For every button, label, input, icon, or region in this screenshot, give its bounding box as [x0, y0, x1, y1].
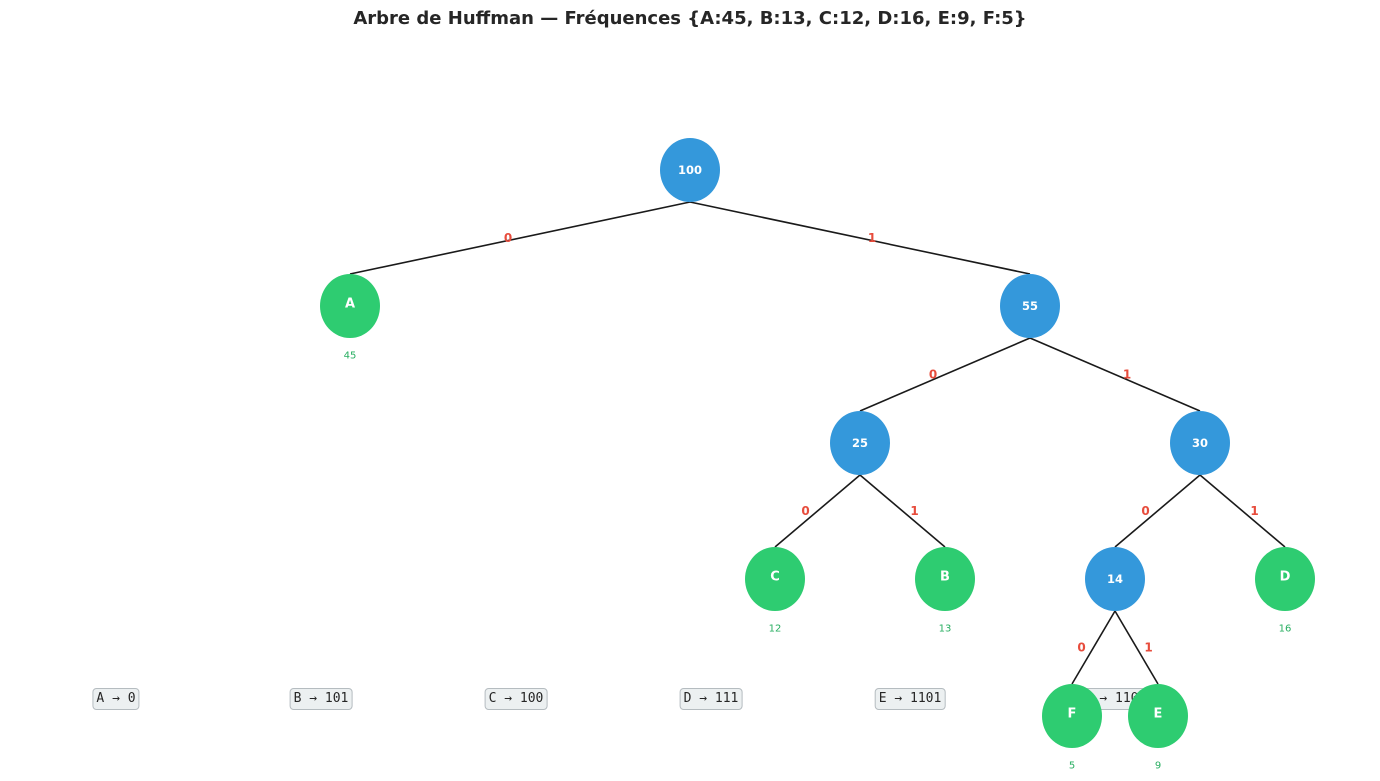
- edge-bit-label: 0: [1077, 641, 1085, 655]
- tree-edge: [689, 201, 1031, 275]
- tree-edge: [1114, 474, 1201, 548]
- edge-bit-label: 1: [910, 504, 918, 518]
- node-label: 55: [1022, 299, 1038, 313]
- leaf-node-d: D 16: [1255, 547, 1315, 635]
- node-circle: [660, 138, 720, 202]
- internal-node-30: 30: [1170, 411, 1230, 475]
- internal-node-25: 25: [830, 411, 890, 475]
- edge-bit-label: 1: [1144, 641, 1152, 655]
- node-circle: [1042, 684, 1102, 748]
- edge-bit-label: 0: [929, 368, 937, 382]
- node-circle: [320, 274, 380, 338]
- node-circle: [1085, 547, 1145, 611]
- node-label: 100: [678, 163, 702, 177]
- node-circle: [1170, 411, 1230, 475]
- node-circle: [745, 547, 805, 611]
- internal-node-55: 55: [1000, 274, 1060, 338]
- edge-bit-label: 1: [868, 231, 876, 245]
- node-label: E: [1154, 707, 1163, 722]
- node-label: C: [770, 570, 780, 585]
- leaf-frequency: 45: [344, 351, 357, 362]
- leaf-node-a: A 45: [320, 274, 380, 362]
- node-label: 30: [1192, 436, 1208, 450]
- node-label: 25: [852, 436, 868, 450]
- node-circle: [1000, 274, 1060, 338]
- leaf-node-f: F5: [1042, 684, 1102, 772]
- edge-bit-label: 1: [1123, 368, 1131, 382]
- node-label: B: [940, 570, 950, 585]
- leaf-node-e: E9: [1128, 684, 1188, 772]
- node-circle: [915, 547, 975, 611]
- code-entry: C → 100: [484, 688, 548, 710]
- tree-edge: [1071, 610, 1116, 685]
- code-entry: E → 1101: [874, 688, 946, 710]
- leaf-frequency: 12: [769, 624, 782, 635]
- leaf-frequency: 5: [1069, 761, 1075, 772]
- leaf-node-c: C 12: [745, 547, 805, 635]
- tree-edge: [859, 474, 946, 548]
- leaf-frequency: 9: [1155, 761, 1161, 772]
- tree-edge: [774, 474, 861, 548]
- tree-edge: [1029, 337, 1201, 412]
- node-label: 14: [1107, 572, 1123, 586]
- node-circle: [1255, 547, 1315, 611]
- edge-bit-label: 1: [1250, 504, 1258, 518]
- node-circle: [1128, 684, 1188, 748]
- node-circle: [830, 411, 890, 475]
- tree-edge: [1199, 474, 1286, 548]
- code-entry: A → 0: [92, 688, 140, 710]
- edge-bit-label: 0: [1141, 504, 1149, 518]
- code-entry: D → 111: [679, 688, 743, 710]
- tree-edge: [349, 201, 691, 275]
- edge-bit-label: 0: [504, 231, 512, 245]
- leaf-frequency: 16: [1279, 624, 1292, 635]
- node-label: F: [1068, 707, 1077, 722]
- node-label: D: [1280, 570, 1291, 585]
- internal-node-14: 14: [1085, 547, 1145, 611]
- node-label: A: [345, 297, 355, 312]
- internal-node-100: 100: [660, 138, 720, 202]
- diagram-title: Arbre de Huffman — Fréquences {A:45, B:1…: [353, 8, 1027, 29]
- leaf-node-b: B 13: [915, 547, 975, 635]
- code-entry: B → 101: [289, 688, 353, 710]
- tree-edge: [1114, 610, 1159, 685]
- leaf-frequency: 13: [939, 624, 952, 635]
- edge-bit-label: 0: [801, 504, 809, 518]
- tree-edge: [859, 337, 1031, 412]
